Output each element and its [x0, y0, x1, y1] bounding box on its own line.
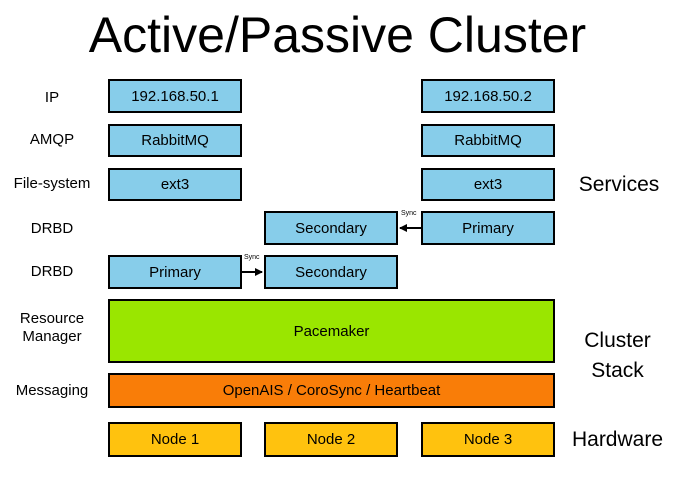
node-b-drbd-secondary-bottom-box: Secondary — [264, 255, 398, 289]
hardware-node-3-box: Node 3 — [421, 422, 555, 457]
side-label-services: Services — [578, 173, 660, 196]
node-b-drbd-secondary-top-box: Secondary — [264, 211, 398, 245]
node-c-filesystem-box: ext3 — [421, 168, 555, 201]
node-a-amqp-box: RabbitMQ — [108, 124, 242, 157]
diagram-title: Active/Passive Cluster — [88, 7, 587, 63]
sync-label-top: Sync — [401, 210, 417, 217]
row-label-resource-manager: Resource Manager — [19, 310, 85, 345]
node-a-drbd-primary-box: Primary — [108, 255, 242, 289]
side-label-cluster-stack: Cluster Stack — [584, 329, 651, 382]
node-c-ip-box: 192.168.50.2 — [421, 79, 555, 113]
sync-label-bottom: Sync — [244, 254, 260, 261]
row-label-ip: IP — [44, 89, 60, 106]
messaging-layer-box: OpenAIS / CoroSync / Heartbeat — [108, 373, 555, 408]
node-c-drbd-primary-box: Primary — [421, 211, 555, 245]
pacemaker-box: Pacemaker — [108, 299, 555, 363]
row-label-drbd-bottom: DRBD — [30, 263, 74, 280]
row-label-filesystem: File-system — [13, 175, 91, 192]
side-label-hardware: Hardware — [571, 428, 664, 451]
row-label-drbd-top: DRBD — [30, 220, 74, 237]
row-label-messaging: Messaging — [15, 382, 89, 399]
hardware-node-1-box: Node 1 — [108, 422, 242, 457]
hardware-node-2-box: Node 2 — [264, 422, 398, 457]
node-a-ip-box: 192.168.50.1 — [108, 79, 242, 113]
node-a-filesystem-box: ext3 — [108, 168, 242, 201]
row-label-amqp: AMQP — [29, 131, 75, 148]
node-c-amqp-box: RabbitMQ — [421, 124, 555, 157]
